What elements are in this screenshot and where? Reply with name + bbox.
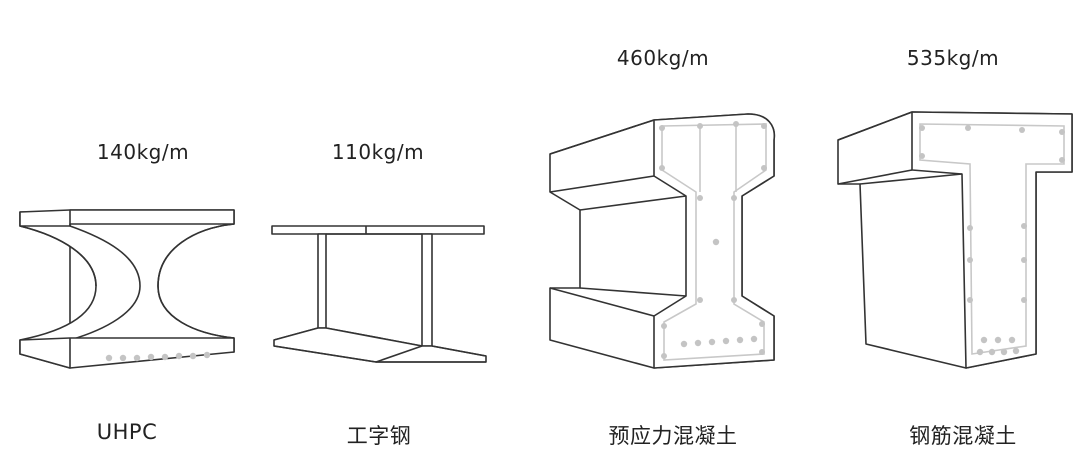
prestressed-tendon-dots (659, 121, 767, 359)
steel-name-label: 工字钢 (346, 424, 412, 448)
prestressed-name-label: 预应力混凝土 (608, 424, 738, 448)
uhpc-fiber-dots (105, 351, 211, 362)
uhpc-weight-label: 140kg/m (96, 140, 190, 164)
steel-weight-label: 110kg/m (331, 140, 425, 164)
steel-ibeam-figure (271, 225, 487, 363)
reinforced-rebar-dots (919, 125, 1065, 356)
reinforced-weight-label: 535kg/m (906, 46, 1000, 70)
reinforced-name-label: 钢筋混凝土 (909, 424, 1017, 448)
prestressed-weight-label: 460kg/m (616, 46, 710, 70)
prestressed-beam-figure (549, 113, 776, 369)
reinforced-beam-figure (837, 111, 1073, 369)
uhpc-name-label: UHPC (96, 420, 158, 444)
uhpc-beam-figure (19, 209, 235, 369)
